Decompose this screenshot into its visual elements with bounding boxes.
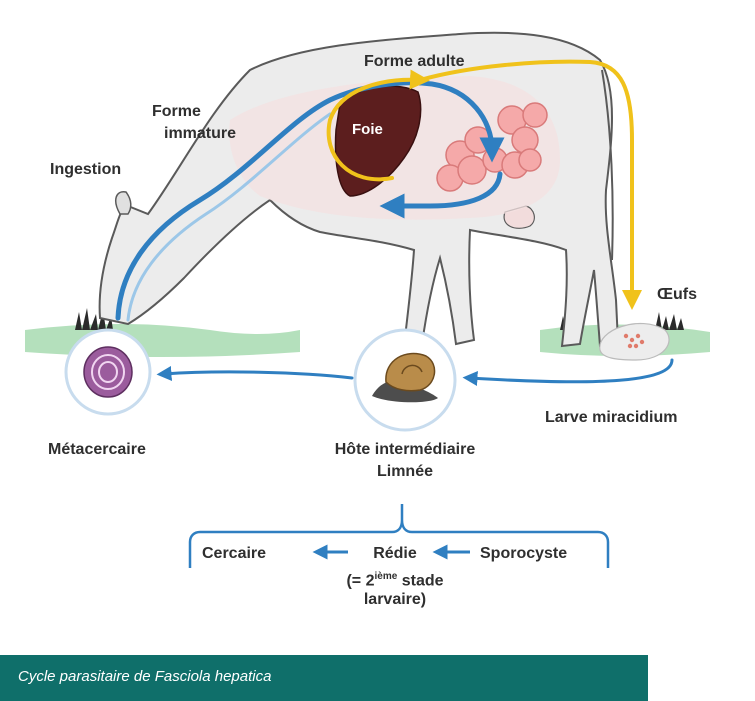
arrow-miracidium-to-snail (462, 358, 674, 386)
label-forme-immature-1: Forme (152, 103, 201, 120)
snail-circle (353, 328, 457, 432)
caption-text: Cycle parasitaire de Fasciola hepatica (18, 668, 272, 685)
label-cercaire: Cercaire (202, 545, 267, 562)
label-redie: Rédie (373, 545, 417, 562)
label-larve-miracidium: Larve miracidium (545, 409, 678, 426)
caption-bar: Cycle parasitaire de Fasciola hepatica (0, 655, 648, 701)
path-ingestion-inner (126, 112, 332, 322)
label-limnee: Limnée (376, 463, 433, 480)
brace-bracket (188, 504, 610, 568)
label-redie-sub2: larvaire) (363, 591, 427, 608)
metacercaire-circle (64, 328, 152, 416)
label-metacercaire: Métacercaire (48, 441, 146, 458)
arrow-snail-to-metacercaire (156, 365, 354, 381)
label-ingestion: Ingestion (50, 161, 122, 178)
label-redie-sup: ième (374, 571, 398, 582)
path-adult-loop-arrow (326, 69, 430, 182)
label-oeufs: Œufs (657, 286, 697, 303)
label-redie-sub-pre: (= 2 (346, 572, 375, 590)
label-forme-immature-2: immature (164, 125, 237, 142)
eggs-cluster (599, 322, 670, 361)
path-ingestion-arrow (115, 80, 505, 321)
label-foie: Foie (352, 121, 383, 138)
label-hote-intermediaire: Hôte intermédiaire (334, 441, 476, 458)
label-forme-adulte: Forme adulte (364, 53, 465, 70)
path-return-arrow (379, 171, 503, 219)
liver-shape (334, 85, 422, 197)
label-sporocyste: Sporocyste (480, 545, 568, 562)
path-eggs-arrow (418, 59, 642, 310)
label-redie-sub-post: stade (397, 572, 444, 590)
label-redie-sub: (= 2ième stade (325, 567, 465, 591)
